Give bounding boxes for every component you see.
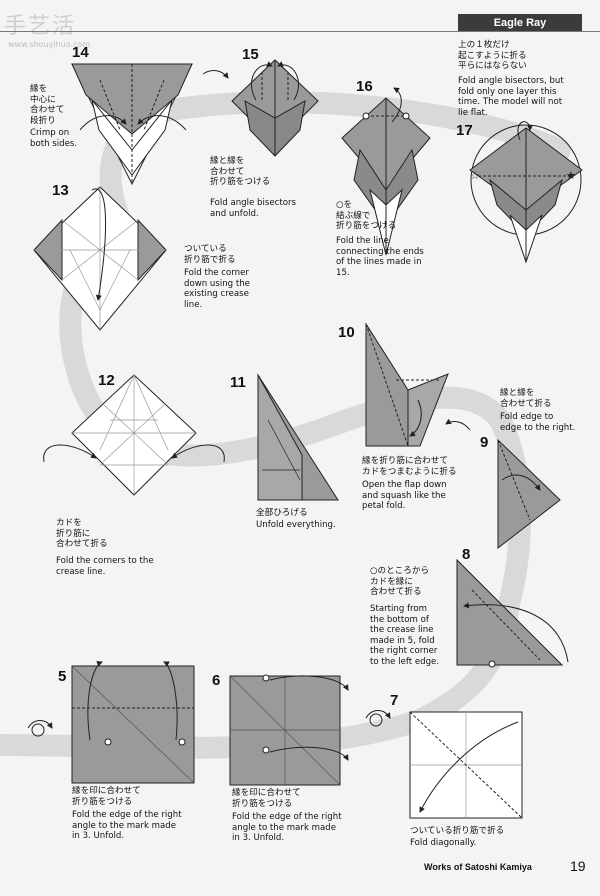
step-14-number: 14 [72,44,89,61]
step-13-number: 13 [52,182,69,199]
step-11-en: Unfold everything. [256,520,336,530]
turn-over-icon-right [365,710,391,727]
step-8-number: 8 [462,546,471,563]
step-16-jp: ○を 結ぶ線で 折り筋をつける [336,200,397,232]
svg-text:☆: ☆ [470,169,480,182]
step-17-number: 17 [456,122,473,139]
step-12-en: Fold the corners to the crease line. [56,556,154,577]
page-title: Eagle Ray [493,16,547,29]
step-10-number: 10 [338,324,355,341]
step-11-diagram [257,373,339,501]
step-12-diagram [43,374,225,496]
step-9-en: Fold edge to edge to the right. [500,412,576,433]
step-10-jp: 縁を折り筋に合わせて カドをつまむように折る [362,456,457,477]
footer-credit: Works of Satoshi Kamiya [424,862,532,872]
header-rule [0,31,600,32]
step-7-jp: ついている折り筋で折る [410,826,505,836]
page-number: 19 [570,858,586,874]
flow-arrow-9-10 [445,418,471,431]
step-7-number: 7 [390,692,399,709]
step-5-number: 5 [58,668,67,685]
step-13-diagram [33,186,167,331]
step-6-number: 6 [212,672,221,689]
step-8-diagram [456,558,569,668]
step-12-jp: カドを 折り筋に 合わせて折る [56,518,108,550]
step-5-jp: 縁を印に合わせて 折り筋をつける [72,786,141,807]
step-13-en: Fold the corner down using the existing … [184,268,250,310]
step-6-en: Fold the edge of the right angle to the … [232,812,342,844]
watermark-url: www.shouyihuo.com [8,40,91,49]
step-7-diagram [409,711,523,819]
step-11-jp: 全部ひろげる [256,508,308,518]
step-6-jp: 縁を印に合わせて 折り筋をつける [232,788,301,809]
step-10-diagram [365,322,449,447]
step-15-jp: 縁と縁を 合わせて 折り筋をつける [210,156,271,188]
step-9-jp: 縁と縁を 合わせて折る [500,388,552,409]
step-11-number: 11 [230,374,246,391]
step-17-en: Fold angle bisectors, but fold only one … [458,76,564,118]
step-17-jp: 上の１枚だけ 起こすように折る 平らにはならない [458,40,527,72]
step-14-jp: 縁を 中心に 合わせて 段折り [30,84,65,126]
step-15-number: 15 [242,46,259,63]
step-5-en: Fold the edge of the right angle to the … [72,810,182,842]
watermark-logo: 手艺活 [4,14,77,39]
step-9-diagram [497,438,561,550]
step-13-jp: ついている 折り筋で折る [184,244,236,265]
step-8-jp: ○のところから カドを縁に 合わせて折る [370,566,430,598]
step-14-en: Crimp on both sides. [30,128,78,149]
step-15-en: Fold angle bisectors and unfold. [210,198,297,219]
step-12-number: 12 [98,372,115,389]
flow-arrow-14-15 [202,70,229,79]
step-16-en: Fold the line connecting the ends of the… [336,236,424,278]
step-5-diagram [71,661,195,784]
turn-over-icon-left [27,720,53,737]
step-7-en: Fold diagonally. [410,838,477,848]
step-16-diagram [341,87,431,256]
page-title-bar: Eagle Ray [458,14,582,31]
step-17-diagram: ☆ ★ [469,121,583,264]
svg-text:★: ★ [566,169,576,182]
step-15-diagram [231,59,319,157]
step-6-diagram [229,674,349,786]
step-16-number: 16 [356,78,373,95]
step-9-number: 9 [480,434,489,451]
step-10-en: Open the flap down and squash like the p… [362,480,447,512]
step-8-en: Starting from the bottom of the crease l… [370,604,440,667]
step-14-diagram [71,63,193,186]
